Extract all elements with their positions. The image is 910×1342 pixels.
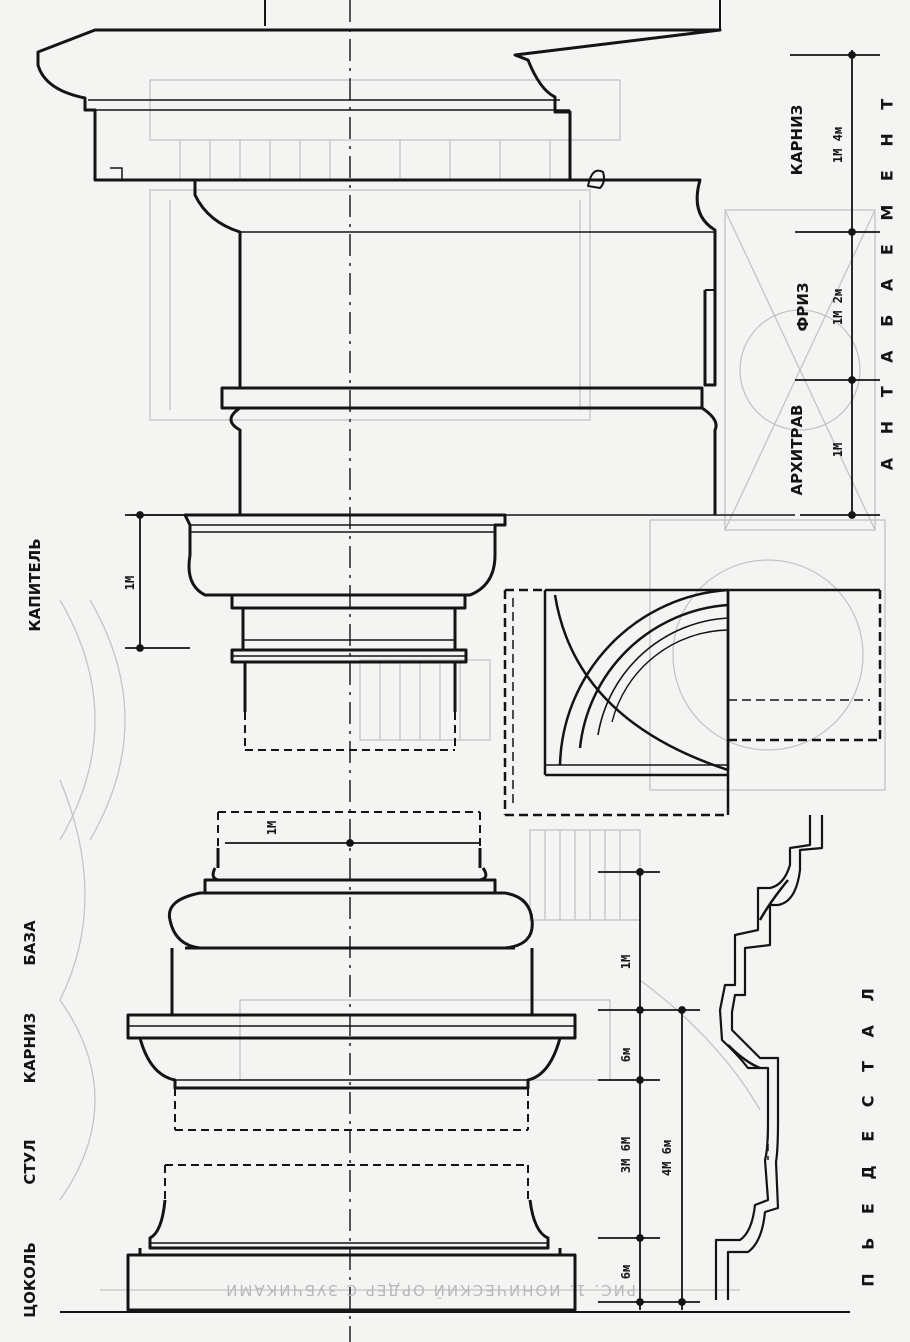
pedestal-profile — [714, 815, 824, 1300]
pedestal-cornice — [126, 1013, 577, 1131]
entablature-label: А Н Т А Б А Е М Е Н Т — [877, 89, 897, 471]
pedestal-dimensions — [598, 868, 700, 1310]
cornice-top-dimension: 1М 4м — [831, 126, 845, 164]
background-caption: РИС. 1. ИОНИЧЕСКИЙ ОРДЕР С ЗУБЧИКАМИ — [224, 1281, 636, 1299]
plinth-label: ЦОКОЛЬ — [21, 1242, 39, 1318]
die-dimension-label: 3М 6М — [619, 1136, 633, 1174]
ghost-background — [59, 79, 886, 1291]
cornice-top-label: КАРНИЗ — [788, 104, 806, 176]
base-dimension-label: 1М — [619, 954, 633, 970]
shaft-dimension — [225, 839, 480, 847]
entablature-cornice — [36, 28, 722, 189]
shaft-dimension-label: 1М — [265, 820, 279, 836]
frieze-label: ФРИЗ — [794, 282, 812, 332]
pedestal-die-plinth — [126, 1164, 577, 1312]
pedestal-cornice-label: КАРНИЗ — [21, 1012, 39, 1084]
architrave-dimension: 1М — [831, 442, 845, 458]
capital — [183, 513, 507, 751]
ink — [36, 0, 882, 1342]
capital-plan — [503, 588, 882, 817]
entablature-dimensions — [790, 50, 880, 519]
capital-dimension — [125, 511, 190, 652]
capital-label: КАПИТЕЛЬ — [26, 538, 44, 632]
pedestal-cornice-dimension-label: 6м — [619, 1047, 633, 1063]
frieze-dimension: 1М 2м — [831, 288, 845, 326]
pedestal-total-dimension-label: 4М 6м — [660, 1139, 674, 1177]
die-label: СТУЛ — [21, 1139, 39, 1185]
frieze — [95, 178, 717, 388]
architrave-label: АРХИТРАВ — [788, 404, 806, 496]
plinth-dimension-label: 6м — [619, 1264, 633, 1280]
capital-dimension-label: 1М — [123, 575, 137, 591]
column-base — [167, 811, 534, 1015]
architrave — [130, 386, 795, 516]
pedestal-label: П Ь Е Д Е С Т А Л — [858, 979, 878, 1287]
base-label: БАЗА — [21, 920, 39, 966]
